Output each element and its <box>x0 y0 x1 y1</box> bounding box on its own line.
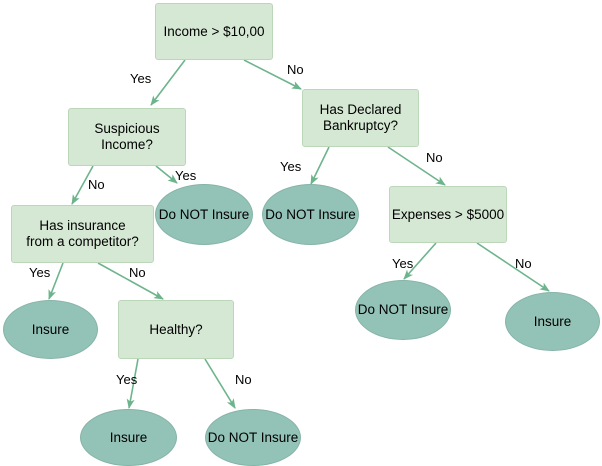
leaf-not-insure-bankrupt: Do NOT Insure <box>262 184 359 245</box>
leaf-insure-healthy: Insure <box>80 409 177 466</box>
edge-healthy-no <box>204 358 236 409</box>
label-income-no: No <box>287 62 304 77</box>
edge-expenses-no <box>476 242 550 292</box>
edge-expenses-yes <box>403 242 437 280</box>
edge-bankruptcy-yes <box>310 146 330 185</box>
edge-income-no <box>243 59 302 90</box>
edge-bankruptcy-no <box>387 146 446 186</box>
label-income-yes: Yes <box>130 71 152 86</box>
label-healthy-no: No <box>235 372 252 387</box>
edge-suspicious-no <box>71 165 94 205</box>
leaf-not-insure-expenses: Do NOT Insure <box>355 280 451 340</box>
edge-suspicious-yes <box>155 165 178 184</box>
node-bankruptcy: Has Declared Bankruptcy? <box>302 89 419 147</box>
label-healthy-yes: Yes <box>116 372 138 387</box>
label-expenses-yes: Yes <box>392 256 414 271</box>
label-expenses-no: No <box>515 256 532 271</box>
node-expenses: Expenses > $5000 <box>389 186 507 243</box>
leaf-insure-expenses: Insure <box>505 292 600 351</box>
node-income: Income > $10,00 <box>155 3 273 60</box>
edge-competitor-yes <box>48 262 64 300</box>
leaf-insure-competitor: Insure <box>3 300 98 359</box>
label-bankruptcy-no: No <box>426 150 443 165</box>
label-competitor-yes: Yes <box>29 265 51 280</box>
edge-healthy-yes <box>126 358 139 409</box>
edge-competitor-no <box>97 262 164 300</box>
leaf-not-insure-suspicious: Do NOT Insure <box>155 184 253 245</box>
label-suspicious-yes: Yes <box>175 168 197 183</box>
label-competitor-no: No <box>129 265 146 280</box>
node-suspicious: Suspicious Income? <box>68 108 186 166</box>
node-healthy: Healthy? <box>118 300 234 359</box>
leaf-not-insure-healthy: Do NOT Insure <box>205 409 301 466</box>
label-suspicious-no: No <box>88 177 105 192</box>
edge-income-yes <box>150 59 186 106</box>
node-competitor: Has insurance from a competitor? <box>11 205 154 263</box>
label-bankruptcy-yes: Yes <box>280 159 302 174</box>
